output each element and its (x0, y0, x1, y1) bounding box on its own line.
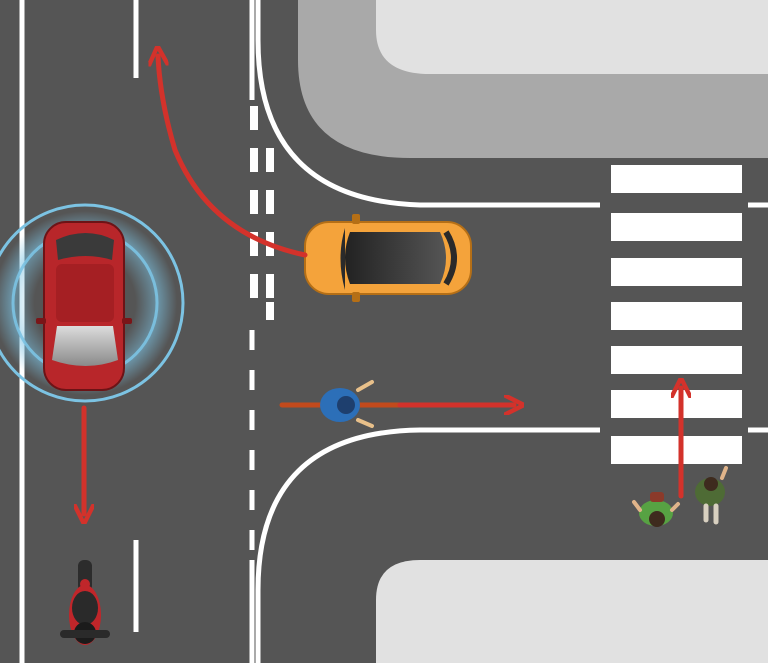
crosswalk (611, 165, 742, 464)
orange-car (304, 214, 472, 302)
direction-arrows (84, 56, 681, 514)
cyclist (279, 380, 403, 428)
bottom-right-block (255, 427, 768, 663)
pedestrian-green (632, 492, 680, 527)
motorcycle (60, 560, 110, 645)
orange-car-arrow (158, 56, 308, 258)
pedestrian-olive (695, 466, 728, 525)
red-car (36, 221, 132, 391)
top-right-block (255, 0, 768, 208)
